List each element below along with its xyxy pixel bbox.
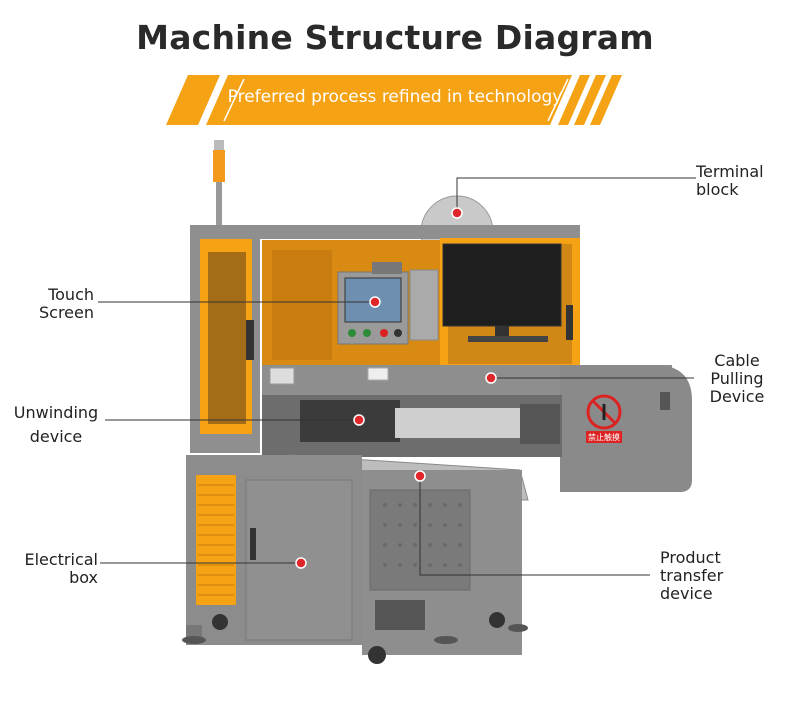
marker-dot-icon xyxy=(414,470,426,482)
subtitle-banner: Preferred process refined in technology xyxy=(166,75,624,125)
fan-unit xyxy=(375,600,425,630)
top-beam xyxy=(190,225,580,239)
caster-wheel-icon xyxy=(212,614,228,630)
no-touch-sign-icon xyxy=(586,394,622,443)
pulling-housing xyxy=(560,365,692,492)
right-door-handle xyxy=(566,305,573,340)
caster-wheel-icon xyxy=(368,646,386,664)
left-door-handle xyxy=(246,320,254,360)
label-cable-pulling-device: Cable Pulling Device xyxy=(709,351,765,406)
subtitle-text: Preferred process refined in technology xyxy=(227,87,563,107)
monitor-icon xyxy=(442,243,562,327)
feed-mechanism xyxy=(409,269,439,341)
caster-wheel-icon xyxy=(489,612,505,628)
leveling-foot xyxy=(182,636,206,644)
marker-dot-icon xyxy=(451,207,463,219)
left-window xyxy=(208,252,246,424)
label-product-transfer-device: Product transfer device xyxy=(660,548,724,603)
keyboard-icon xyxy=(468,336,548,342)
page-title: Machine Structure Diagram xyxy=(136,18,654,57)
label-terminal-block: Terminal block xyxy=(696,162,764,199)
banner-stripes-icon xyxy=(166,75,622,125)
nameplate xyxy=(269,367,295,385)
marker-dot-icon xyxy=(485,372,497,384)
marker-dot-icon xyxy=(295,557,307,569)
label-electrical-box: Electrical box xyxy=(24,550,98,587)
leader-product-transfer xyxy=(419,476,650,576)
label-unwinding-device: Unwinding device xyxy=(13,403,99,446)
signal-tower-icon xyxy=(213,140,225,228)
label-touch-screen: Touch Screen xyxy=(38,285,94,322)
marker-dot-icon xyxy=(353,414,365,426)
panel-sign: 禁止触摸 xyxy=(588,432,620,442)
vent-grille xyxy=(196,475,236,605)
unwinding-mechanism xyxy=(300,400,400,442)
leader-terminal-block xyxy=(456,177,696,213)
marker-dot-icon xyxy=(369,296,381,308)
